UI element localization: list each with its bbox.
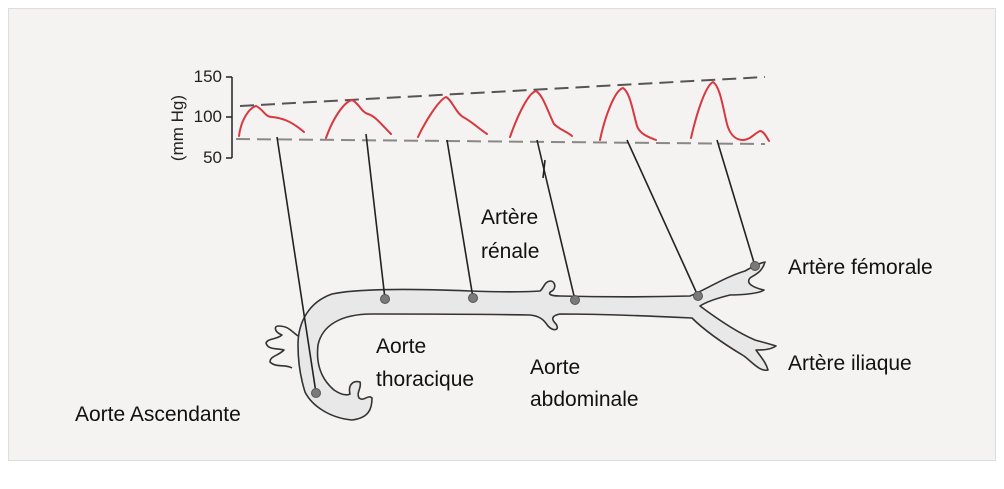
waveform-aorte-thoracique-2 <box>418 97 487 137</box>
tick-150: 150 <box>172 67 222 87</box>
point-artere-femorale <box>751 262 760 271</box>
point-aorte-thoracique-2 <box>469 294 478 303</box>
point-artere-iliaque <box>694 292 703 301</box>
label-artere-femorale: Artère fémorale <box>788 256 933 280</box>
waveform-aorte-thoracique <box>326 100 391 138</box>
aorta-vessel <box>266 262 776 420</box>
point-aorte-thoracique <box>381 295 390 304</box>
waveform-aorte-abdominale <box>510 91 572 137</box>
label-artere-iliaque: Artère iliaque <box>788 352 912 376</box>
point-aorte-ascendante <box>312 389 321 398</box>
label-aorte-thoracique-1: Aorte <box>376 335 426 359</box>
label-aorte-abdominale-2: abdominale <box>530 388 639 412</box>
waveform-aorte-ascendante <box>239 106 304 136</box>
point-aorte-abdominale <box>571 296 580 305</box>
label-aorte-abdominale-1: Aorte <box>530 356 580 380</box>
waveform-artere-femorale <box>691 82 769 141</box>
tick-100: 100 <box>172 107 222 127</box>
label-aorte-thoracique-2: thoracique <box>376 368 474 392</box>
label-artere-renale-2: rénale <box>481 240 539 264</box>
diastolic-envelope-line <box>236 139 765 144</box>
systolic-envelope-line <box>240 77 765 106</box>
tick-50: 50 <box>172 148 222 168</box>
pressure-axis <box>226 77 232 158</box>
label-artere-renale-1: Artère <box>481 206 538 230</box>
waveform-artere-iliaque <box>600 88 656 140</box>
label-aorte-ascendante: Aorte Ascendante <box>75 403 241 427</box>
